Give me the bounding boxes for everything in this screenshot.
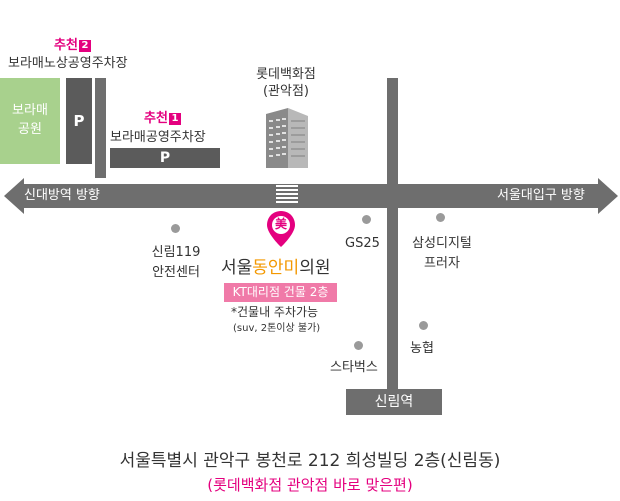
recommend-label: 추천 <box>54 38 78 53</box>
samsung-line2: 프러자 <box>424 256 460 271</box>
clinic-building-badge: KT대리점 건물 2층 <box>224 283 337 302</box>
samsung-marker <box>436 213 445 222</box>
recommend-label: 추천 <box>144 111 168 126</box>
clinic-logo-char: 美 <box>274 217 287 231</box>
samsung-line1: 삼성디지털 <box>412 236 472 251</box>
samsung-label: 삼성디지털 프러자 <box>407 234 477 274</box>
address-line2: (롯데백화점 관악점 바로 맞은편) <box>207 476 413 494</box>
lotte-building-icon <box>266 108 308 168</box>
park-line1: 보라매 <box>12 103 48 118</box>
parking-2-name: 보라매노상공영주차장 <box>8 56 128 71</box>
gs25-label: GS25 <box>345 236 380 251</box>
clinic-parking-restriction: (suv, 2톤이상 불가) <box>233 323 321 334</box>
starbucks-label: 스타벅스 <box>330 360 378 375</box>
park-line2: 공원 <box>18 122 42 137</box>
starbucks-marker <box>354 341 363 350</box>
recommend-badge: 1 <box>168 113 181 125</box>
sillim119-marker <box>171 224 180 233</box>
clinic-parking-note: *건물내 주차가능 <box>231 305 319 319</box>
crosswalk <box>276 181 298 203</box>
nonghyup-marker <box>419 321 428 330</box>
lotte-label: 롯데백화점 (관악점) <box>251 66 321 100</box>
boramae-park-label: 보라매 공원 <box>0 101 60 139</box>
parking-2-sign: P <box>66 78 92 164</box>
sillim119-label: 신림119 안전센터 <box>143 243 209 283</box>
clinic-name-part2: 동안미 <box>252 258 300 278</box>
nonghyup-label: 농협 <box>410 341 434 356</box>
road-vertical-left <box>95 78 106 178</box>
clinic-name-part1: 서울 <box>221 258 253 278</box>
lotte-line2: (관악점) <box>262 84 310 99</box>
road-left-label: 신대방역 방향 <box>24 188 100 203</box>
address-line1: 서울특별시 관악구 봉천로 212 희성빌딩 2층(신림동) <box>119 451 501 471</box>
parking-1-sign: P <box>110 148 220 168</box>
sillim119-line1: 신림119 <box>151 245 201 260</box>
clinic-pin-icon <box>267 211 295 247</box>
gs25-marker <box>362 215 371 224</box>
parking-1-name: 보라매공영주차장 <box>110 130 206 145</box>
main-road <box>4 178 618 214</box>
road-right-label: 서울대입구 방향 <box>497 188 585 203</box>
sillim119-line2: 안전센터 <box>152 265 200 280</box>
clinic-name-part3: 의원 <box>299 258 331 278</box>
lotte-line1: 롯데백화점 <box>256 67 316 82</box>
clinic-name: 서울동안미의원 <box>221 257 330 279</box>
boramae-park-block <box>0 78 60 164</box>
sillim-station-box: 신림역 <box>346 389 442 415</box>
road-vertical-right <box>387 78 398 390</box>
recommend-badge: 2 <box>78 40 91 52</box>
